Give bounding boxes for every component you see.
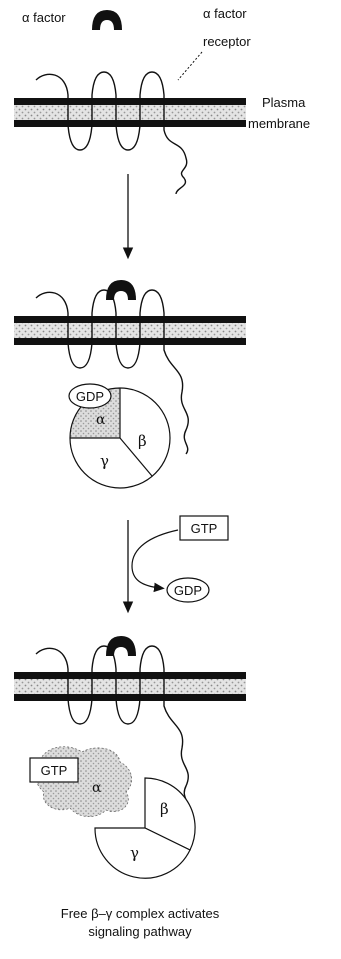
receptor-label-line1: α factor [203, 6, 247, 21]
gdp-badge-2: GDP [68, 383, 112, 409]
gamma-subunit-3 [94, 827, 191, 879]
gtp-label-bound: GTP [41, 763, 68, 778]
plasma-membrane-1 [14, 98, 246, 127]
beta-gamma-complex: β γ [94, 777, 196, 879]
gtp-box-bound: GTP [29, 757, 79, 783]
panel-1: α factor α factor receptor Plasma membra… [14, 6, 310, 195]
alpha-symbol-3: α [92, 780, 102, 796]
receptor-helices-1 [35, 71, 188, 195]
beta-symbol-2: β [138, 432, 147, 450]
bound-ligand-icon-2 [106, 280, 136, 300]
plasma-membrane-label-line1: Plasma [262, 95, 306, 110]
plasma-membrane-label-line2: membrane [248, 116, 310, 131]
receptor-helices-2 [35, 289, 189, 455]
gdp-label-2: GDP [76, 389, 104, 404]
beta-symbol-3: β [160, 800, 169, 818]
bound-ligand-icon-3 [106, 636, 136, 656]
caption-line2: signaling pathway [88, 924, 192, 939]
gdp-badge-released: GDP [166, 577, 210, 603]
panel-3: α GTP β γ [14, 636, 246, 879]
panel-2: α β γ GDP [14, 280, 246, 489]
beta-subunit-3 [144, 777, 196, 851]
gtp-label-incoming: GTP [191, 521, 218, 536]
gtp-box-incoming: GTP [179, 515, 229, 541]
gamma-symbol-3: γ [130, 844, 139, 862]
receptor-label-line2: receptor [203, 34, 251, 49]
alpha-factor-label: α factor [22, 10, 66, 25]
alpha-factor-ligand-icon [92, 10, 122, 30]
exchange-step: GTP GDP [122, 515, 229, 614]
plasma-membrane-3 [14, 672, 246, 701]
alpha-symbol-2: α [96, 412, 106, 428]
receptor-pointer-line [177, 51, 203, 81]
exchange-curve-arrow [131, 529, 179, 593]
gamma-symbol-2: γ [100, 452, 109, 470]
caption-line1: Free β–γ complex activates [61, 906, 220, 921]
plasma-membrane-2 [14, 316, 246, 345]
gdp-label-released: GDP [174, 583, 202, 598]
receptor-helices-3 [35, 645, 189, 813]
